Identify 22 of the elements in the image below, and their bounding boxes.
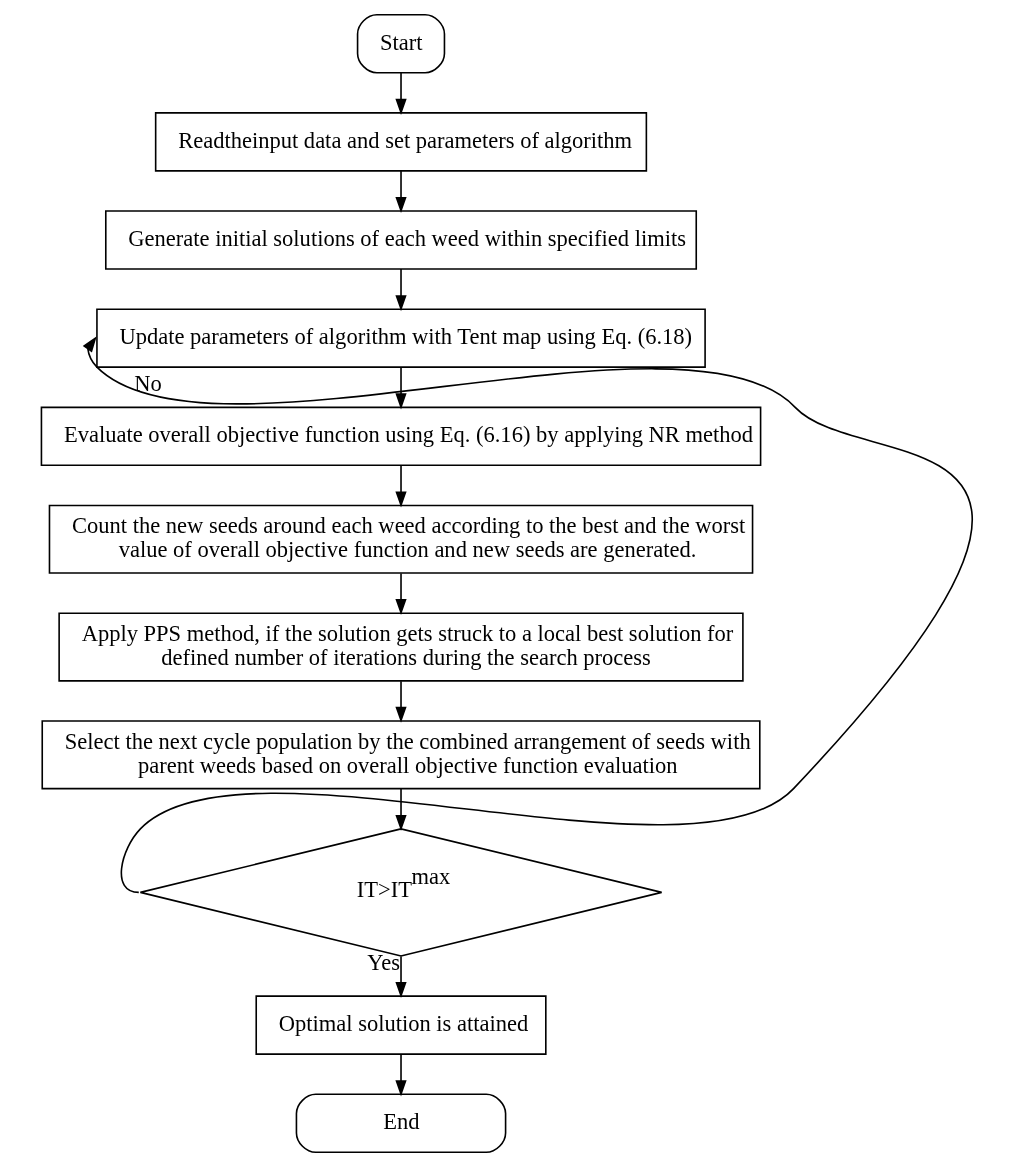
node-box: Readtheinput data and set parameters of algorithm: [154, 112, 648, 172]
node-box: Start: [356, 13, 446, 74]
node-box: Apply PPS method, if the solution gets struck to a local best solution for defined number of iterations during the search process: [58, 612, 744, 682]
arrow: [395, 72, 407, 115]
arrow: [395, 464, 407, 508]
node-box: Update parameters of algorithm with Tent map using Eq. (6.18): [96, 308, 706, 368]
arrow: [395, 955, 407, 998]
node-box: End: [295, 1093, 507, 1154]
arrow: [395, 788, 407, 832]
arrow: [395, 572, 407, 616]
arrow: [395, 170, 407, 214]
arrow: [395, 268, 407, 312]
arrow: [395, 366, 407, 410]
node-box: Count the new seeds around each weed according to the best and the worst value of overall objective function and new seeds are generated.: [48, 504, 754, 574]
edge-label: No: [134, 371, 162, 397]
node-box: Generate initial solutions of each weed within specified limits: [105, 210, 698, 270]
arrow: [395, 1053, 407, 1097]
node-box: Select the next cycle population by the combined arrangement of seeds with parent weeds based on overall objective function evaluation: [41, 720, 761, 790]
arrow: [82, 336, 972, 894]
arrow: [395, 680, 407, 723]
node-box: Optimal solution is attained: [255, 995, 547, 1055]
node-box: Evaluate overall objective function using Eq. (6.16) by applying NR method: [40, 406, 762, 467]
